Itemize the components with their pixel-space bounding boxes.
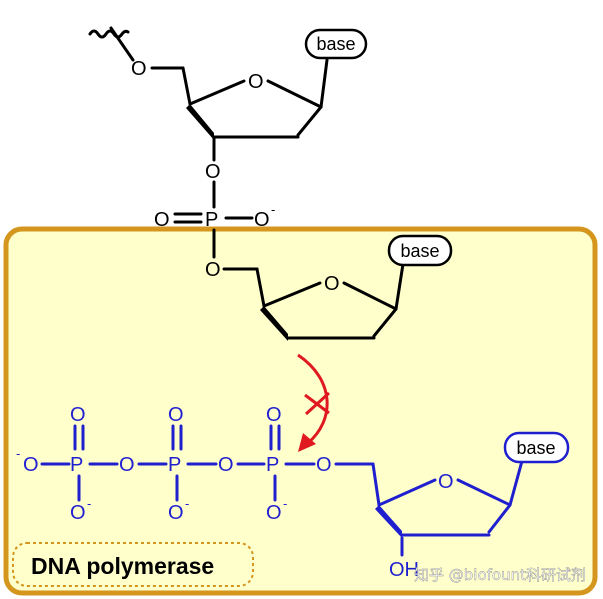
incoming-nucleotide-sugar: O OH base [371,431,570,581]
arrow-head [298,433,316,452]
charge-minus: - [283,496,287,511]
atom-o-5prime-top: O [131,58,147,80]
wavy-bond [88,29,130,39]
top-nucleotide: O O base O [88,26,368,209]
block-cross [304,391,331,416]
phosphodiester-linkage: P O O - O [154,202,275,281]
blocked-nucleophilic-attack-arrow [297,353,331,452]
atom-o-gamma-top: O [70,404,86,426]
atom-o-alpha-bottom: O [266,502,282,524]
atom-o-3prime-top: O [205,161,221,183]
watermark-text: 知乎 @biofount科研试剂 [414,566,586,584]
atom-o-alpha-top: O [266,404,282,426]
atom-o-double-left: O [154,209,170,231]
atom-o-bridge-2: O [218,454,234,476]
base-label-middle: base [400,241,439,261]
terminal-nucleotide: O base [222,234,453,341]
base-badge-middle [387,234,453,267]
charge-minus: - [185,496,189,511]
base-label-top: base [316,34,355,54]
atom-o-gamma-bottom: O [70,502,86,524]
base-badge-top [304,28,368,60]
charge-minus: - [271,202,275,217]
base-badge-bottom [503,431,570,464]
charge-minus: - [16,446,20,461]
atom-o-5prime-incoming: O [316,454,332,476]
curved-arrow [297,353,329,445]
atom-o-minus-gamma-left: O [23,454,39,476]
atom-o-ring-incoming: O [438,471,454,493]
charge-minus: - [87,496,91,511]
base-label-bottom: base [516,438,555,458]
enzyme-label-box [12,542,254,587]
atom-o-minus: O [254,209,270,231]
enzyme-label: DNA polymerase [31,553,214,579]
atom-o-beta-bottom: O [168,502,184,524]
atom-o-ring-top: O [248,71,264,93]
wedge-bond [375,505,402,538]
atom-p-phosphodiester: P [205,209,218,231]
incoming-triphosphate: - O P O O - O P O O - O P O O - O [16,404,375,524]
atom-p-gamma: P [70,454,83,476]
atom-o-bridge-1: O [119,454,135,476]
wedge-bond [186,104,214,140]
wedge-bond [260,306,288,341]
atom-p-beta: P [168,454,181,476]
atom-o-5prime-middle: O [205,259,221,281]
polymerase-active-site-box [3,226,598,596]
atom-oh-3prime: OH [389,559,419,581]
atom-o-beta-top: O [168,404,184,426]
atom-p-alpha: P [266,454,279,476]
atom-o-ring-middle: O [324,273,340,295]
